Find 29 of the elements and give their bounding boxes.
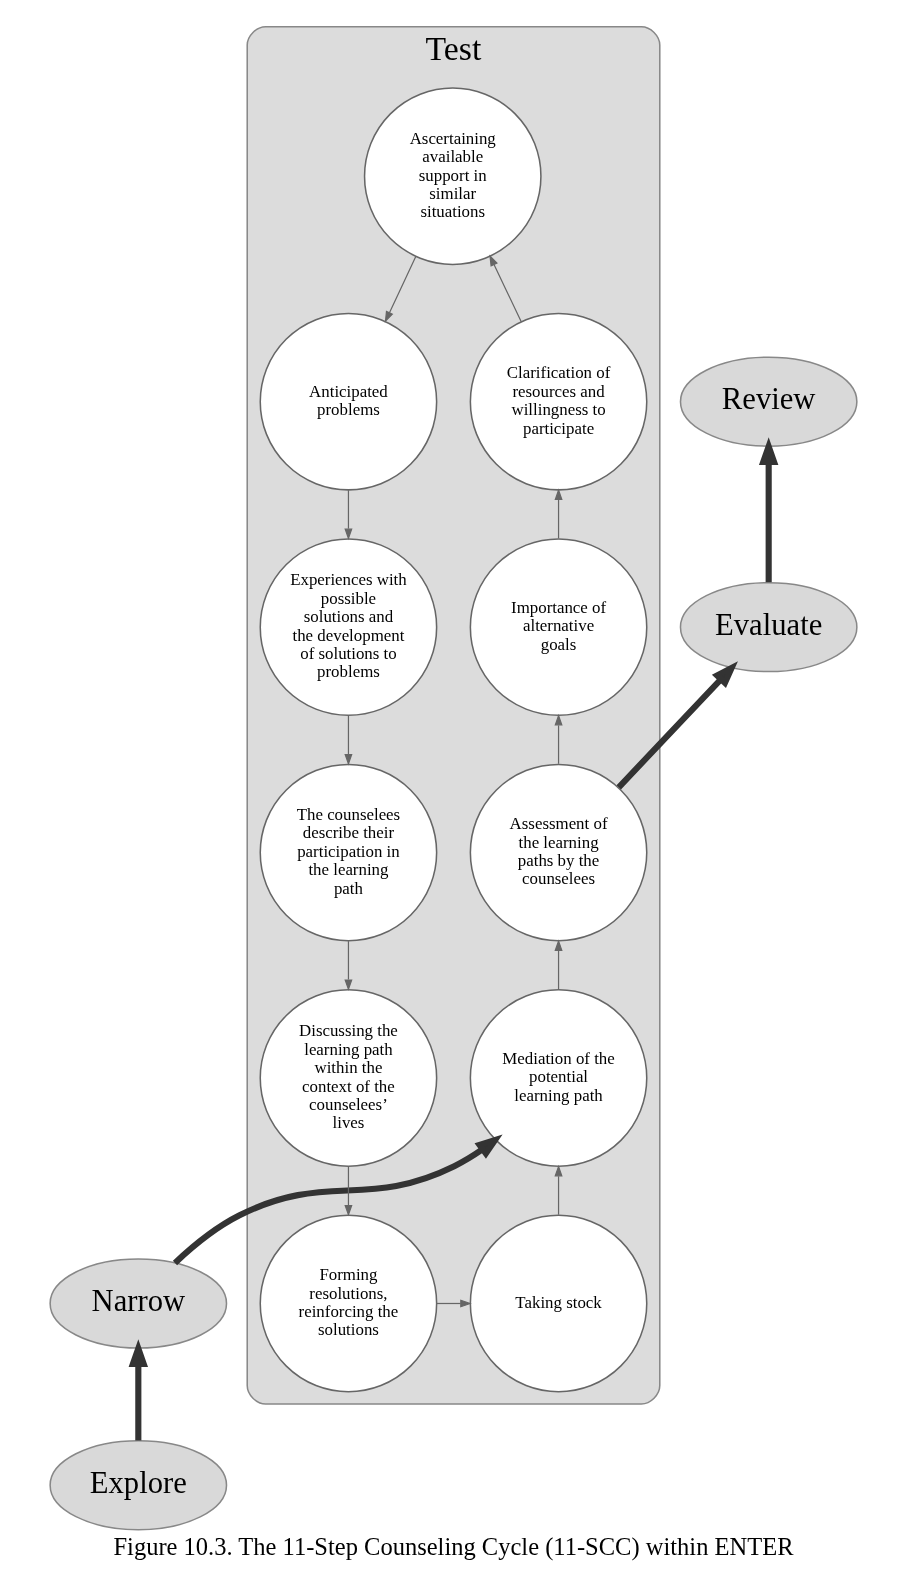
arrow: [172, 1134, 503, 1266]
arrow: [489, 254, 522, 323]
arrow: [436, 1299, 472, 1308]
arrow: [384, 255, 417, 323]
arrow: [554, 939, 563, 990]
arrow: [554, 1164, 563, 1216]
node-ellipse: Explore: [49, 1440, 228, 1531]
node-circle: Forming resolutions, reinforcing the solutions: [259, 1214, 438, 1393]
arrow: [344, 1165, 353, 1217]
arrow: [344, 489, 353, 541]
arrow: [128, 1339, 148, 1441]
node-ellipse: Narrow: [49, 1258, 228, 1349]
node-circle: Assessment of the learning paths by the counselees: [469, 763, 648, 942]
node-circle: The counselees describe their participation in the learning path: [259, 763, 438, 942]
caption: Figure 10.3. The 11-Step Counseling Cycle (11-SCC) within ENTER: [113, 1533, 794, 1561]
node-circle: Discussing the learning path within the context of the counselees’ lives: [259, 989, 438, 1167]
arrow: [759, 437, 779, 583]
node-circle: Clarification of resources and willingness to participate: [469, 312, 648, 491]
node-ellipse: Review: [679, 356, 858, 447]
node-circle: Experiences with possible solutions and the development of solutions to problems: [259, 538, 438, 717]
arrow: [616, 661, 738, 790]
node-circle: Mediation of the potential learning path: [469, 989, 648, 1167]
node-circle: Importance of alternative goals: [469, 538, 648, 717]
node-ellipse: Evaluate: [679, 581, 858, 673]
arrow: [344, 940, 353, 992]
node-circle: Taking stock: [469, 1214, 648, 1393]
arrow: [554, 713, 563, 765]
arrow: [344, 715, 353, 766]
arrow: [554, 488, 563, 539]
